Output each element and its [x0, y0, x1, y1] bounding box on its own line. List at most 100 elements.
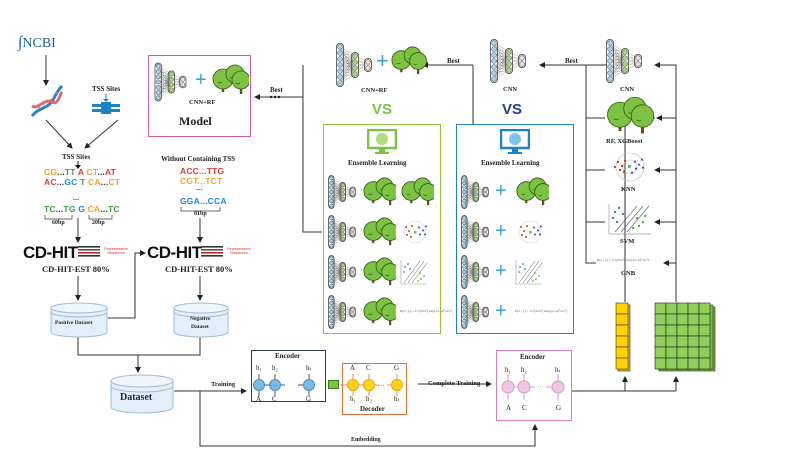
ensemble-svm-icon	[400, 260, 428, 285]
tss-site-icon	[92, 94, 120, 114]
arrow-dna-seq	[45, 119, 73, 149]
training-label: Training	[211, 381, 236, 388]
encoder-hidden-2: h₂	[272, 364, 278, 372]
cnn-stage-label: CNN	[503, 86, 518, 93]
knn-icon	[613, 152, 645, 182]
decoder-input-2: h₂	[366, 395, 372, 403]
feature-matrix-cell	[698, 357, 711, 370]
plus-icon: +	[495, 260, 507, 282]
ensemble-rf-icon	[363, 257, 396, 286]
ensemble-cnn-icon	[328, 255, 356, 289]
ensemble-cnn-icon	[461, 215, 489, 249]
plus-icon: +	[195, 69, 207, 91]
decoder-output-a: A	[350, 364, 356, 372]
ensemble-rf-icon	[516, 177, 549, 206]
positive-heading: TSS Sites	[62, 153, 91, 161]
ensemble-rf-icon	[401, 177, 434, 206]
ensemble-cnn-icon	[461, 295, 489, 329]
ensemble-rf-icon	[363, 297, 396, 326]
dataset-label: Dataset	[120, 392, 153, 403]
cnn-rf-stage-cnn-icon	[336, 43, 372, 88]
feature-matrix-cell	[676, 335, 689, 348]
feature-vector-cube	[615, 302, 631, 372]
best-label-1: Best	[565, 57, 578, 65]
feature-vector-cell	[615, 324, 629, 337]
negative-ellipsis: ...	[196, 185, 203, 192]
ensemble-cnn-icon	[461, 175, 489, 209]
negative-seq-1: ACC...TTG	[180, 166, 225, 176]
feature-matrix-cell	[687, 357, 700, 370]
ensemble-rf-icon	[363, 177, 396, 206]
encoder-hidden-t: hₜ	[306, 364, 312, 372]
plus-icon: +	[376, 48, 389, 73]
cnn-icon	[606, 39, 642, 84]
ncbi-logo: ∫NCBI	[18, 34, 56, 52]
ensemble-svm-icon	[515, 260, 543, 285]
ensemble-gnb-formula: P(xᵢ | y) = 1/√(2πσ²) exp(-(xᵢ-μ)²/2σ²)	[515, 309, 567, 313]
cnn-rf-stage-tree-icon	[391, 46, 427, 75]
negative-dataset-cylinder	[173, 302, 229, 338]
negative-length: 81bp	[194, 211, 207, 217]
feature-matrix-cell	[676, 357, 689, 370]
gnb-label: GNB	[621, 270, 636, 277]
cdhit-threshold-positive: CD-HIT-EST 80%	[42, 264, 110, 274]
ensemble-rf-icon	[363, 217, 396, 246]
complete-training-label: Complete Training	[428, 380, 481, 387]
feature-matrix-cell	[665, 346, 678, 359]
negative-seq-3: GGA...CCA	[180, 196, 227, 206]
feature-matrix-cell	[665, 335, 678, 348]
ensemble-green-title: Ensemble Learning	[348, 159, 407, 167]
cdhit-bars-icon	[201, 246, 223, 257]
feature-vector-cell	[615, 335, 629, 348]
cnn-label: CNN	[620, 86, 635, 93]
feature-matrix-cell	[654, 324, 667, 337]
feature-matrix-cell	[654, 302, 667, 315]
feature-matrix-cell	[687, 302, 700, 315]
best-label-3: Best	[270, 86, 283, 94]
ensemble-cnn-icon	[328, 215, 356, 249]
final-encoder-cell-1	[501, 380, 515, 394]
decoder-input-1: h₁	[350, 395, 356, 403]
arrow-posdb-negcdhit	[108, 250, 146, 319]
decoder-cell-t	[391, 379, 403, 391]
tss-sites-label: TSS Sites	[92, 85, 121, 93]
decoder-output-c: C	[366, 364, 371, 372]
dataset-cylinder	[110, 374, 174, 414]
merge-line	[77, 336, 201, 356]
positive-dataset-label: Positive Dataset	[55, 320, 93, 326]
feature-vector-cell	[615, 313, 629, 326]
positive-seq-2: AC...GC T CA...CT	[44, 177, 121, 187]
feature-matrix-cell	[687, 324, 700, 337]
positive-ellipsis: ...	[73, 195, 80, 202]
vs-label-green: VS	[372, 101, 393, 118]
latent-vector	[328, 380, 339, 389]
plus-icon: +	[495, 300, 507, 322]
monitor-icon	[367, 129, 397, 154]
positive-dataset-cylinder	[50, 302, 108, 338]
rf-xgboost-label: RF, XGBoost	[606, 138, 643, 145]
ncbi-label: NCBI	[22, 36, 56, 51]
final-input-a: A	[506, 404, 512, 412]
embedding-label: Embedding	[351, 437, 381, 443]
model-title: Model	[179, 114, 212, 128]
final-encoder-cell-t	[551, 380, 565, 394]
decoder-box: Decoder	[342, 363, 407, 415]
cdhit-tag-positive: Representative Sequences	[104, 247, 128, 255]
cdhit-logo-positive: CD-HIT	[23, 243, 78, 262]
feature-matrix-cell	[665, 357, 678, 370]
cdhit-bars-icon	[78, 246, 100, 257]
ensemble-box-blue: Ensemble Learning ++++P(xᵢ | y) = 1/√(2π…	[456, 124, 574, 334]
models-collector	[585, 65, 596, 264]
positive-seq-3: TC...TG G CA...TC	[44, 204, 120, 214]
feature-matrix-cell	[687, 313, 700, 326]
final-encoder-box: Encoder	[496, 350, 572, 421]
final-hidden-t: hₜ	[555, 366, 561, 374]
final-input-g: G	[556, 404, 562, 412]
encoder-cell-2	[269, 379, 281, 391]
feature-matrix-cell	[687, 335, 700, 348]
feature-matrix-cell	[654, 357, 667, 370]
plus-icon: +	[495, 220, 507, 242]
feature-vector-cell	[615, 357, 629, 370]
feature-matrix-cell	[676, 302, 689, 315]
